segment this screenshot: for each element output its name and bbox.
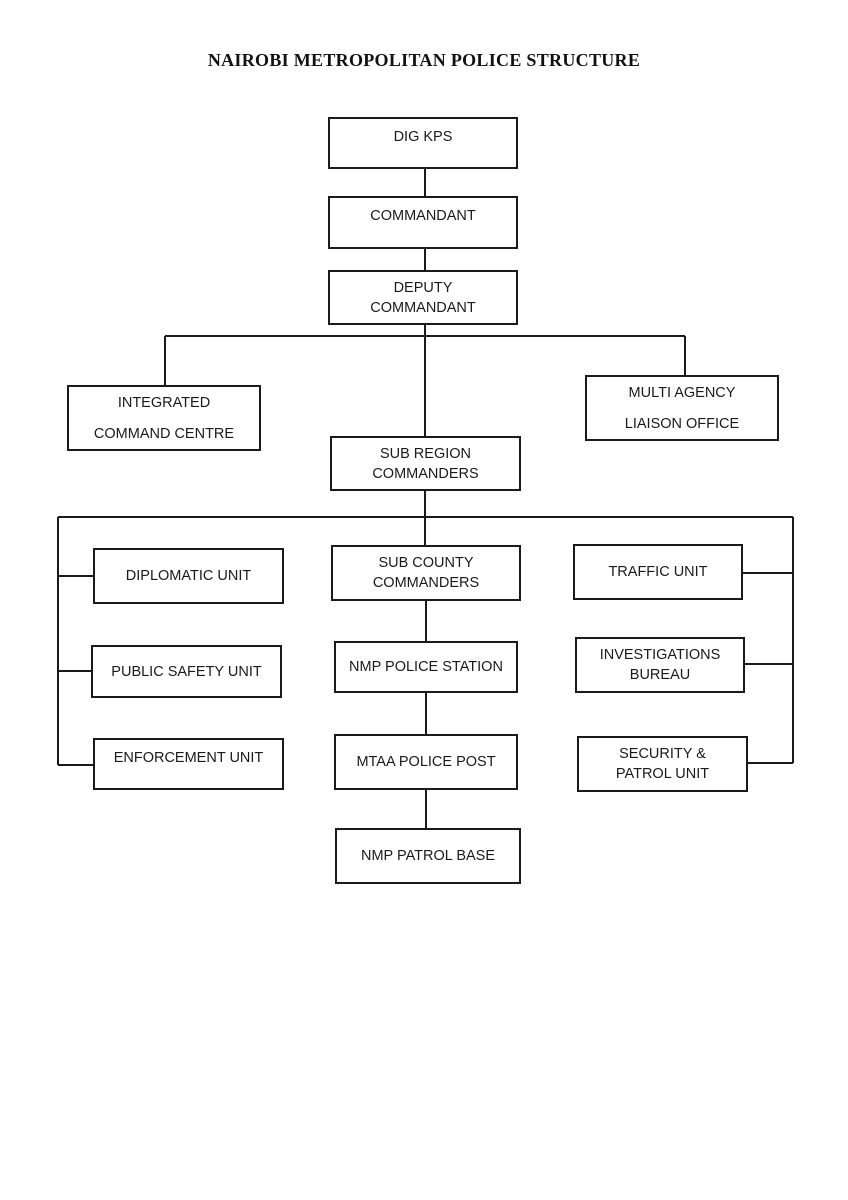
node-label: LIAISON OFFICE <box>624 415 740 432</box>
node-label: COMMANDERS <box>372 575 480 591</box>
node-integrated-command-centre: INTEGRATED COMMAND CENTRE <box>67 385 261 451</box>
node-nmp-patrol-base: NMP PATROL BASE <box>335 828 521 884</box>
node-label: SUB COUNTY <box>378 555 474 571</box>
node-enforcement-unit: ENFORCEMENT UNIT <box>93 738 284 790</box>
node-commandant: COMMANDANT <box>328 196 518 249</box>
node-security-patrol-unit: SECURITY & PATROL UNIT <box>577 736 748 792</box>
node-sub-county-commanders: SUB COUNTY COMMANDERS <box>331 545 521 601</box>
node-label: COMMANDERS <box>372 465 479 482</box>
node-label: MTAA POLICE POST <box>356 754 496 770</box>
node-label: COMMAND CENTRE <box>93 425 235 442</box>
node-label: NMP PATROL BASE <box>360 848 496 864</box>
node-label: DIG KPS <box>393 129 453 145</box>
node-label: DEPUTY <box>393 279 453 296</box>
node-label: SECURITY & <box>619 746 706 762</box>
node-label: PATROL UNIT <box>615 766 710 782</box>
node-label: PUBLIC SAFETY UNIT <box>111 663 262 680</box>
node-label: DIPLOMATIC UNIT <box>125 568 252 584</box>
node-sub-region-commanders: SUB REGION COMMANDERS <box>330 436 521 491</box>
node-mtaa-police-post: MTAA POLICE POST <box>334 734 518 790</box>
node-investigations-bureau: INVESTIGATIONS BUREAU <box>575 637 745 693</box>
node-diplomatic-unit: DIPLOMATIC UNIT <box>93 548 284 604</box>
node-label: COMMANDANT <box>370 299 476 316</box>
node-dig-kps: DIG KPS <box>328 117 518 169</box>
node-label: ENFORCEMENT UNIT <box>113 750 264 766</box>
node-label: BUREAU <box>629 667 691 683</box>
node-deputy-commandant: DEPUTY COMMANDANT <box>328 270 518 325</box>
node-label: MULTI AGENCY <box>628 384 736 401</box>
node-public-safety-unit: PUBLIC SAFETY UNIT <box>91 645 282 698</box>
node-label: SUB REGION <box>379 445 472 462</box>
node-multi-agency-liaison-office: MULTI AGENCY LIAISON OFFICE <box>585 375 779 441</box>
node-label: NMP POLICE STATION <box>349 659 503 675</box>
node-label: TRAFFIC UNIT <box>608 564 708 580</box>
node-nmp-police-station: NMP POLICE STATION <box>334 641 518 693</box>
node-label: INTEGRATED <box>117 394 211 411</box>
chart-title: NAIROBI METROPOLITAN POLICE STRUCTURE <box>207 50 641 70</box>
node-label: INVESTIGATIONS <box>599 647 721 663</box>
node-label: COMMANDANT <box>370 208 476 224</box>
node-traffic-unit: TRAFFIC UNIT <box>573 544 743 600</box>
